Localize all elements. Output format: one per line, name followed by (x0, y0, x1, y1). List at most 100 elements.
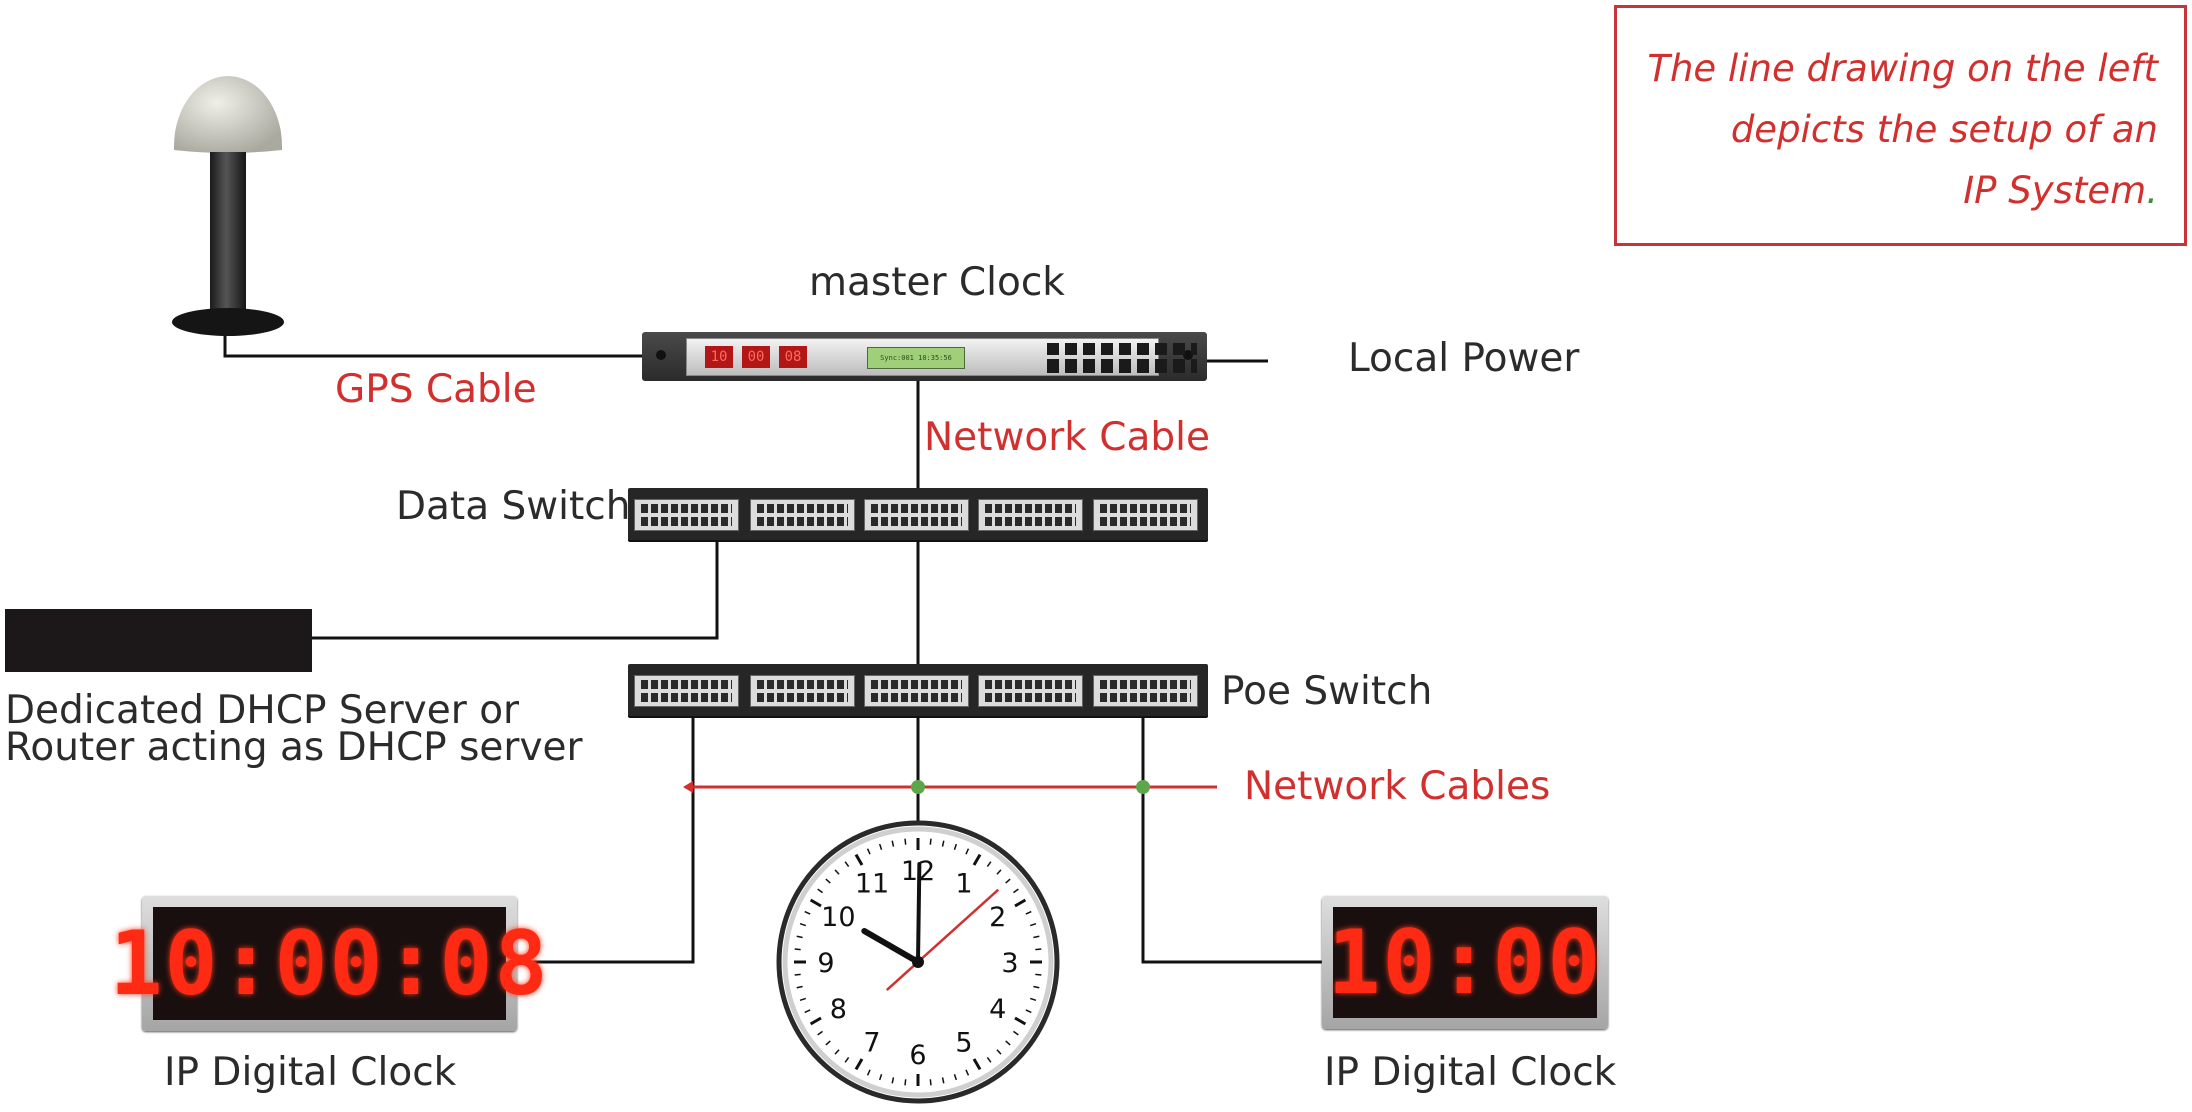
master-keypad-icon (1047, 343, 1197, 373)
hour-tick (1014, 898, 1027, 908)
minute-tick (996, 1049, 1002, 1055)
clock-numeral: 2 (989, 902, 1006, 933)
clock-numeral: 10 (821, 902, 855, 933)
switch-port-group (750, 499, 855, 531)
hour-tick (809, 1016, 822, 1026)
switch-port-group (1093, 675, 1198, 707)
hour-tick (854, 1058, 864, 1071)
minute-tick (953, 1073, 958, 1081)
minute-tick (986, 861, 992, 867)
data-switch (628, 488, 1208, 540)
minute-tick (799, 922, 807, 927)
minute-tick (794, 948, 801, 951)
note-line-2: depicts the setup of an (1730, 108, 2158, 151)
minute-tick (1013, 1030, 1019, 1036)
analog-clock-hub (912, 956, 924, 968)
minute-tick (929, 1079, 932, 1086)
switch-port-group (864, 675, 969, 707)
minute-tick (794, 973, 801, 976)
minute-tick (1025, 910, 1032, 915)
data-switch-label: Data Switch (396, 484, 631, 529)
minute-tick (878, 843, 883, 851)
minute-tick (804, 1009, 811, 1014)
ip-digital-clock-right: 10:00 (1322, 896, 1608, 1029)
switch-port-group (864, 499, 969, 531)
clock-numeral: 8 (830, 994, 847, 1025)
switch-port-group (978, 675, 1083, 707)
minute-tick (866, 848, 871, 855)
master-lcd-display: Sync:001 10:35:56 (867, 347, 965, 369)
minute-tick (891, 1077, 895, 1084)
junction-dot-center (911, 780, 925, 794)
minute-tick (878, 1073, 883, 1081)
digital-clock-readout: 10:00 (1327, 911, 1603, 1014)
minute-tick (834, 869, 840, 875)
minute-tick (1029, 997, 1037, 1002)
ip-digital-clock-left: 10:00:08 (110, 896, 547, 1031)
hour-tick (854, 853, 864, 866)
description-text: The line drawing on the left depicts the… (1647, 38, 2158, 221)
minute-tick (929, 838, 932, 845)
clock-numeral: 11 (855, 868, 889, 899)
gps-cable-label: GPS Cable (335, 367, 537, 412)
clock-numeral: 9 (817, 948, 834, 979)
minute-tick (965, 1069, 970, 1076)
dhcp-wire (312, 540, 719, 640)
hour-tick (972, 853, 982, 866)
note-line-3: IP System. (1647, 160, 2158, 221)
minute-tick (796, 985, 803, 989)
clock-numeral: 5 (955, 1028, 972, 1059)
second-hand (885, 888, 1000, 992)
clock-numeral: 7 (863, 1028, 880, 1059)
dhcp-server-device (5, 609, 312, 672)
junction-dot-right (1136, 780, 1150, 794)
master-clock-unit: 10 00 08 Sync:001 10:35:56 (642, 332, 1207, 381)
minute-tick (1005, 1040, 1011, 1046)
dhcp-label-line-1: Dedicated DHCP Server or (5, 688, 520, 733)
note-period: . (2146, 169, 2158, 212)
minute-tick (825, 878, 831, 884)
minute-tick (941, 1077, 945, 1084)
poe-switch-label: Poe Switch (1221, 669, 1433, 714)
minute-tick (986, 1057, 992, 1063)
dhcp-label-line-2: Router acting as DHCP server (5, 725, 583, 770)
network-cable-label: Network Cable (924, 415, 1210, 460)
clock-numeral: 1 (955, 868, 972, 899)
master-led-minutes: 00 (742, 346, 770, 368)
gps-antenna-icon (172, 76, 284, 336)
minute-tick (1025, 1009, 1032, 1014)
analog-clock-ticks (794, 838, 1042, 1086)
minute-tick (953, 843, 958, 851)
minute-tick (1033, 935, 1040, 939)
analog-clock-numbers: 121234567891011 (817, 856, 1018, 1071)
analog-clock-rim (782, 826, 1054, 1098)
description-note: The line drawing on the left depicts the… (1614, 5, 2187, 246)
minute-tick (817, 1030, 823, 1036)
minute-tick (1013, 888, 1019, 894)
note-line-3-text: IP System (1963, 169, 2147, 212)
minute-tick (796, 935, 803, 939)
analog-clock: 121234567891011 (776, 820, 1060, 1104)
minute-tick (844, 1057, 850, 1063)
minute-tick (904, 838, 907, 845)
local-power-label: Local Power (1348, 336, 1580, 381)
minute-tick (941, 840, 945, 847)
minute-tick (1035, 973, 1042, 976)
right-clock-wire (1141, 716, 1322, 964)
rack-screw (656, 350, 666, 360)
minute-tick (817, 888, 823, 894)
minute-tick (996, 869, 1002, 875)
digital-clock-screen: 10:00:08 (110, 907, 547, 1020)
minute-tick (804, 910, 811, 915)
minute-tick (1033, 985, 1040, 989)
hour-hand (861, 928, 921, 965)
hour-tick (972, 1058, 982, 1071)
switch-port-group (750, 675, 855, 707)
clock-numeral: 4 (989, 994, 1006, 1025)
minute-tick (844, 861, 850, 867)
minute-tick (1029, 922, 1037, 927)
switch-port-group (978, 499, 1083, 531)
master-led-seconds: 08 (779, 346, 807, 368)
